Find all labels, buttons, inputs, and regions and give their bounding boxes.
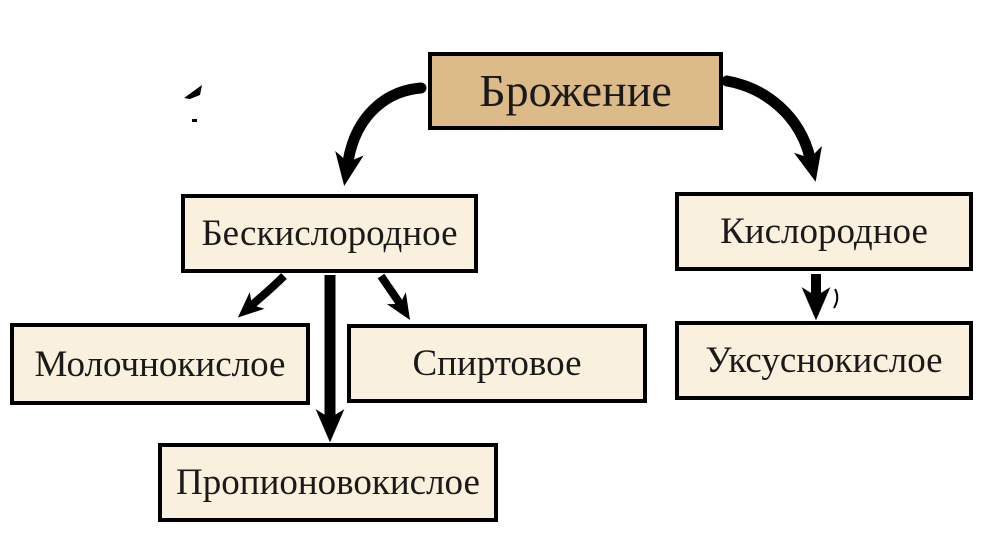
node-label: Спиртовое (412, 343, 582, 384)
edge-root-anaerobic (335, 82, 427, 187)
node-alcoholic: Спиртовое (347, 324, 647, 403)
node-anaerobic: Бескислородное (181, 194, 478, 273)
node-aerobic: Кислородное (675, 192, 973, 271)
node-label: Уксуснокислое (705, 340, 943, 381)
node-label: Кислородное (720, 211, 928, 252)
node-label: Бескислородное (201, 213, 458, 254)
node-acetic-acid: Уксуснокислое (675, 321, 973, 400)
node-label: Брожение (479, 65, 672, 116)
node-label: Пропионовокислое (176, 462, 480, 503)
node-fermentation-root: Брожение (428, 52, 723, 130)
scan-artifact (184, 85, 839, 309)
edge-anaerobic-lactic (237, 273, 287, 318)
node-lactic-acid: Молочнокислое (10, 323, 310, 405)
edge-anaerobic-alcoholic (377, 273, 410, 320)
node-propionic-acid: Пропионовокислое (158, 443, 498, 522)
edge-root-aerobic (721, 75, 822, 182)
node-label: Молочнокислое (34, 343, 286, 385)
